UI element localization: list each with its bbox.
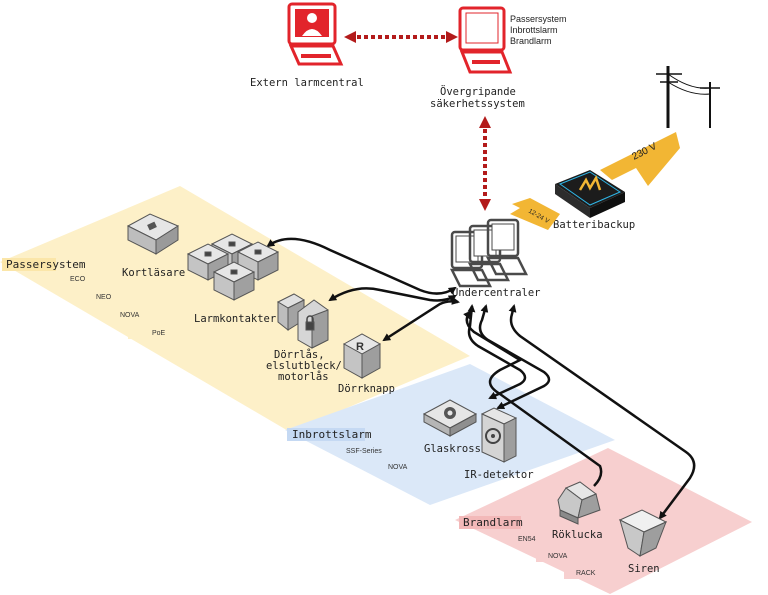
overgrip-list-0: Passersystem (510, 14, 567, 24)
extern-monitor-icon (287, 2, 344, 66)
overgrip-list-2: Brandlarm (510, 36, 552, 46)
dorrknapp-icon: R (342, 333, 382, 379)
brand-tags: Brandlarm EN54 NOVA RACK (459, 516, 608, 579)
passer-tag-nova: NOVA (120, 312, 140, 319)
brand-tag-rack: RACK (576, 570, 596, 577)
dorrlas-icon (276, 293, 329, 349)
overgrip-label-2: säkerhetssystem (430, 98, 525, 110)
irdetektor-icon (480, 407, 518, 463)
zone-brandlarm (455, 448, 752, 594)
passer-tag-poe: PoE (152, 330, 166, 337)
passer-title: Passersystem (6, 258, 86, 271)
brand-tag-nova: NOVA (548, 553, 568, 560)
inbrott-tag-nova: NOVA (388, 464, 408, 471)
passer-tag-neo: NEO (96, 294, 112, 301)
voltage-arrow-icon (600, 132, 680, 186)
glaskross-icon (422, 399, 478, 437)
roklucka-label: Röklucka (552, 529, 603, 541)
larmkontakter-label: Larmkontakter (194, 313, 276, 325)
brand-tag-en54: EN54 (518, 536, 536, 543)
hub-label: Undercentraler (452, 287, 541, 299)
cable-dorrknapp (382, 296, 460, 342)
cable-siren (508, 304, 696, 520)
passer-tags: Passersystem ECO NEO NOVA PoE (2, 258, 168, 339)
kortlasare-label: Kortläsare (122, 267, 185, 279)
inbrott-title: Inbrottslarm (292, 428, 372, 441)
overgrip-label-1: Övergripande (440, 85, 516, 98)
cable-larmkontakter (266, 237, 457, 295)
overgrip-list-1: Inbrottslarm (510, 25, 558, 35)
svg-text:R: R (356, 341, 364, 353)
irdetektor-label: IR-detektor (464, 469, 534, 481)
power-pole-icon (656, 66, 720, 128)
battery-label: Batteribackup (553, 219, 635, 231)
roklucka-icon (557, 481, 601, 525)
brand-title: Brandlarm (463, 516, 523, 529)
dorrlas-label-2: elslutbleck/ (266, 360, 342, 372)
siren-icon (618, 509, 668, 557)
larmkontakter-icon (186, 233, 280, 301)
kortlasare-icon (126, 213, 180, 255)
extern-label: Extern larmcentral (250, 77, 364, 89)
dc-arrow-icon (510, 198, 560, 230)
inbrott-tag-ssf: SSF-Series (346, 448, 382, 455)
glaskross-label: Glaskross (424, 443, 481, 455)
undercentraler-icon (449, 218, 529, 288)
passer-tag-eco: ECO (70, 276, 86, 283)
dorrlas-label-3: motorlås (278, 370, 329, 383)
siren-label: Siren (628, 563, 660, 575)
overgrip-monitor-icon (458, 6, 513, 74)
dorrknapp-label: Dörrknapp (338, 383, 395, 395)
inbrott-tags: Inbrottslarm SSF-Series NOVA (287, 428, 418, 473)
dorrlas-label-1: Dörrlås, (274, 348, 325, 361)
connector-cables (266, 237, 696, 520)
battery-icon (555, 170, 625, 218)
